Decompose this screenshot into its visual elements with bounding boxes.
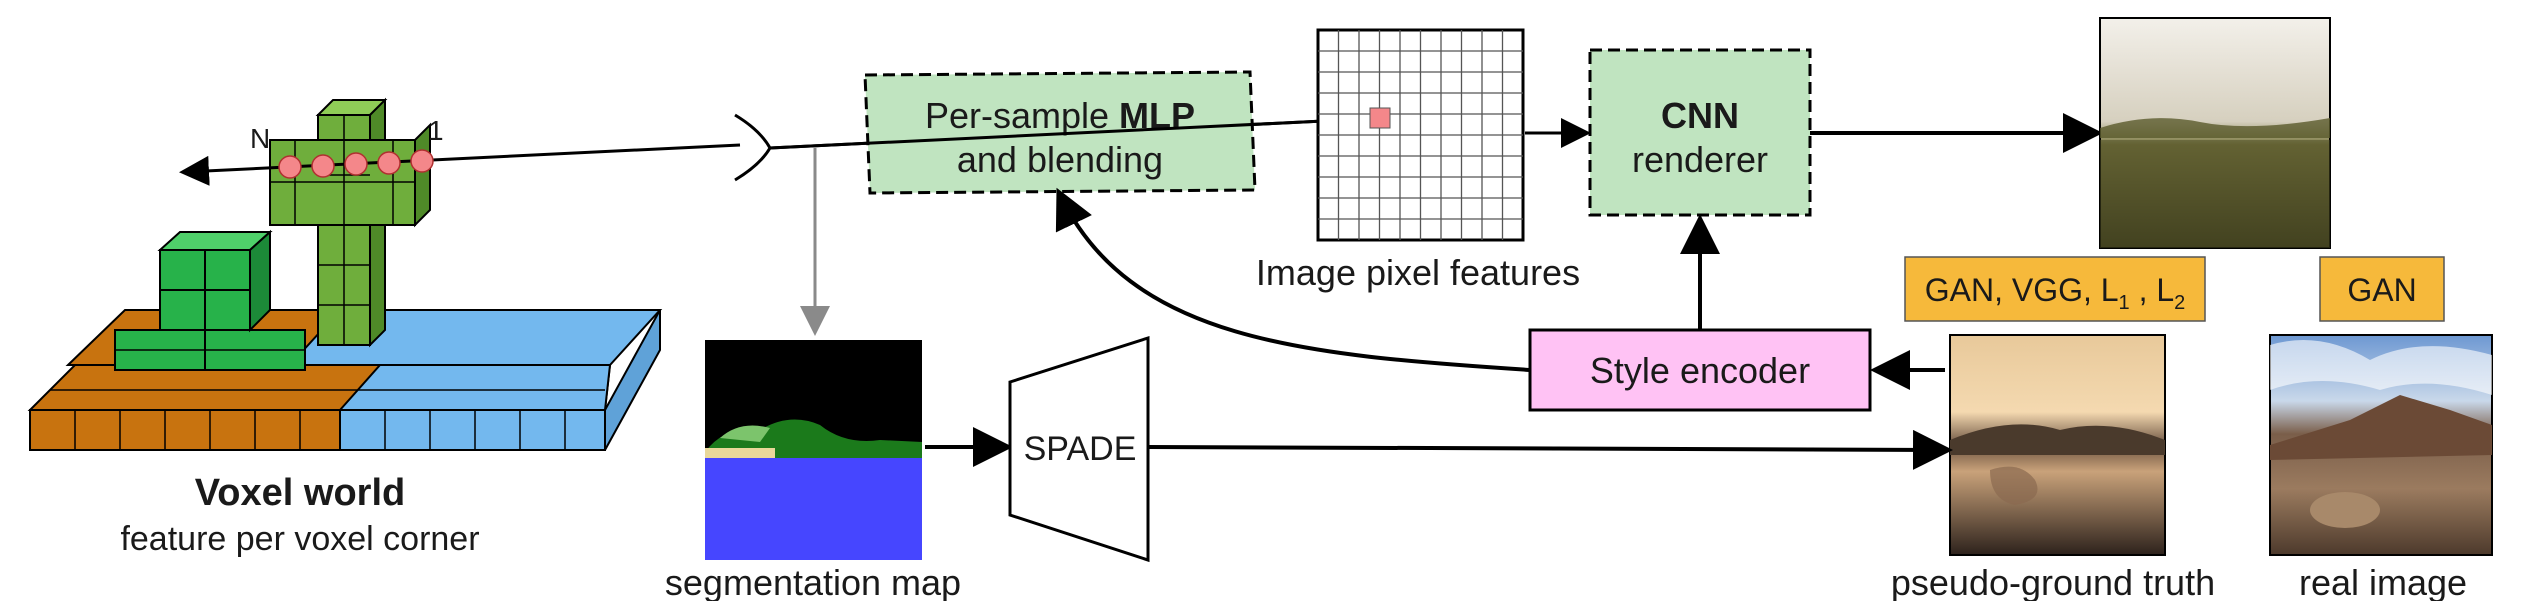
sample-points: [278, 149, 434, 179]
pseudo-ground-truth-image: [1949, 334, 2166, 556]
spade-label: SPADE: [1024, 430, 1137, 468]
cnn-line2: renderer: [1632, 139, 1768, 180]
ray-label-n: N: [250, 123, 270, 154]
loss-text-gan: GAN: [2347, 272, 2416, 308]
camera-ray: [179, 143, 741, 186]
voxel-world-title: Voxel world: [195, 472, 405, 514]
real-image: [2269, 334, 2493, 556]
cnn-line1: CNN: [1661, 95, 1739, 136]
cnn-renderer-box: CNN renderer: [1588, 48, 1812, 217]
highlighted-pixel: [1369, 107, 1391, 129]
pixel-feature-grid: [1316, 28, 1525, 242]
style-encoder-label: Style encoder: [1590, 350, 1810, 391]
pixel-grid-caption: Image pixel features: [1256, 252, 1580, 293]
loss-tag-gan: GAN: [2319, 256, 2445, 322]
voxel-world: [27, 97, 663, 451]
loss-text-full: GAN, VGG, L1 , L2: [1925, 272, 2186, 314]
arrow-style-to-mlp: [1055, 187, 1531, 372]
voxel-world-subtitle: feature per voxel corner: [120, 520, 479, 558]
real-image-caption: real image: [2299, 562, 2467, 601]
style-encoder-box: Style encoder: [1528, 328, 1872, 412]
segmentation-caption: segmentation map: [665, 562, 961, 601]
output-image: [2099, 17, 2331, 249]
ray-label-1: 1: [428, 115, 444, 146]
spade-block: SPADE: [1008, 335, 1150, 563]
camera-icon: [734, 113, 772, 182]
loss-tag-gan-vgg-l1-l2: GAN, VGG, L1 , L2: [1904, 256, 2206, 322]
pseudo-gt-caption: pseudo-ground truth: [1891, 562, 2215, 601]
mlp-line2: and blending: [957, 139, 1163, 180]
arrow-spade-to-gt: [1147, 429, 1953, 470]
segmentation-map: [705, 340, 922, 560]
